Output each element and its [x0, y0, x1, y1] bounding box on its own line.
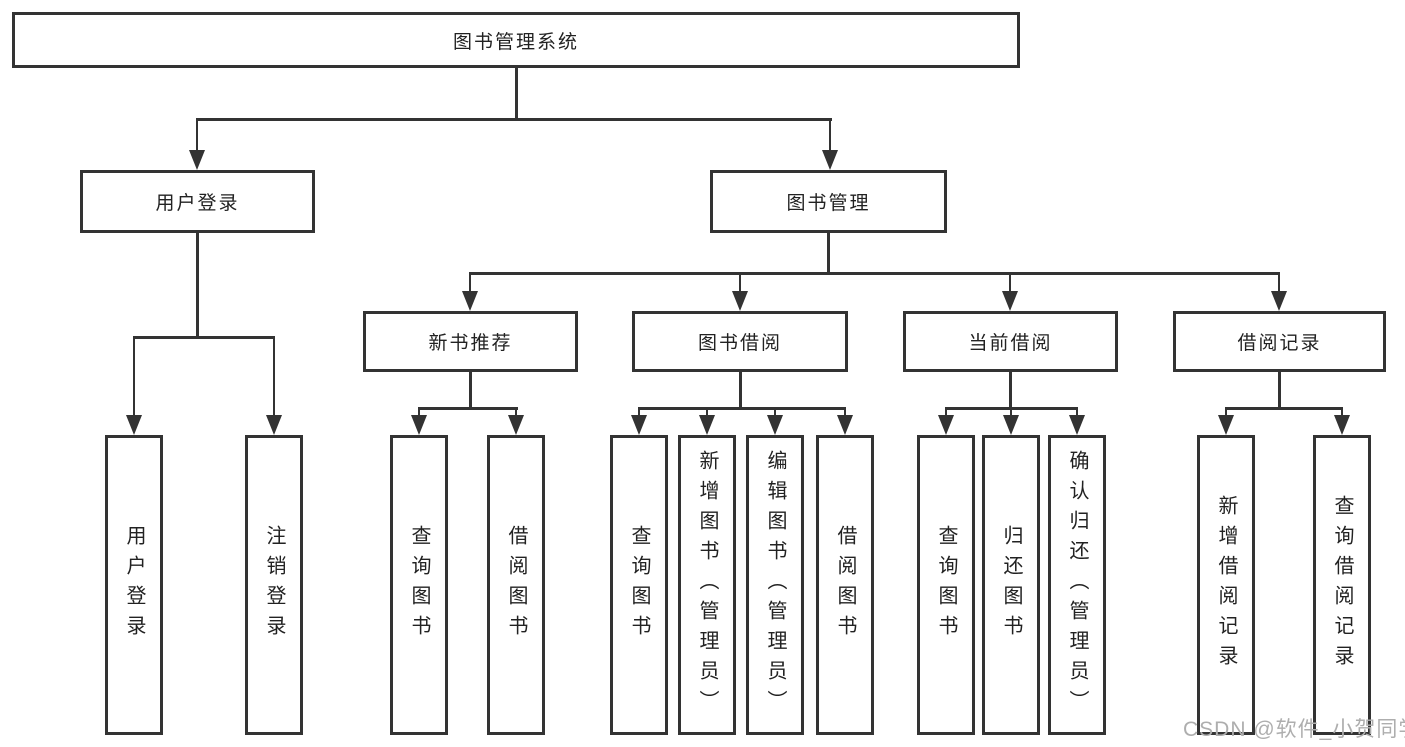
csdn-watermark: CSDN @软件_小贺同学 — [1183, 718, 1405, 741]
leaf-query-books-recommend: 查询图书 — [390, 435, 448, 735]
arrow-down-icon — [1218, 407, 1234, 435]
node-user-login-label: 用户登录 — [155, 193, 240, 214]
connector-book-management-stem — [827, 233, 830, 272]
leaf-return-book-label: 归还图书 — [1000, 525, 1022, 645]
connector-borrow-records-stem — [1278, 372, 1281, 407]
node-book-borrow-label: 图书借阅 — [697, 333, 782, 354]
connector-recommend-stem — [469, 372, 472, 407]
leaf-confirm-return-admin-label: 确认归还（管理员） — [1066, 450, 1088, 720]
arrow-down-icon — [266, 336, 282, 435]
arrow-down-icon — [462, 272, 478, 311]
node-root: 图书管理系统 — [12, 12, 1020, 68]
node-new-book-recommend-label: 新书推荐 — [428, 333, 513, 354]
arrow-down-icon — [1002, 272, 1018, 311]
connector-user-login-bar — [133, 336, 275, 339]
node-borrow-records: 借阅记录 — [1173, 311, 1386, 372]
leaf-return-book: 归还图书 — [982, 435, 1040, 735]
leaf-add-book-admin: 新增图书（管理员） — [678, 435, 736, 735]
leaf-logout-label: 注销登录 — [263, 525, 285, 645]
connector-user-login-stem — [196, 233, 199, 336]
leaf-query-books-current: 查询图书 — [917, 435, 975, 735]
arrow-down-icon — [1069, 407, 1085, 435]
leaf-confirm-return-admin: 确认归还（管理员） — [1048, 435, 1106, 735]
arrow-down-icon — [1271, 272, 1287, 311]
leaf-query-books-borrow: 查询图书 — [610, 435, 668, 735]
arrow-down-icon — [631, 407, 647, 435]
leaf-user-login-label: 用户登录 — [123, 525, 145, 645]
node-book-borrow: 图书借阅 — [632, 311, 848, 372]
arrow-down-icon — [767, 407, 783, 435]
leaf-user-login: 用户登录 — [105, 435, 163, 735]
node-current-borrow-label: 当前借阅 — [968, 333, 1053, 354]
arrow-down-icon — [189, 118, 205, 170]
arrow-down-icon — [508, 407, 524, 435]
arrow-down-icon — [837, 407, 853, 435]
arrow-down-icon — [1003, 407, 1019, 435]
leaf-borrow-books-recommend: 借阅图书 — [487, 435, 545, 735]
leaf-add-borrow-record-label: 新增借阅记录 — [1215, 495, 1237, 675]
connector-root-bar — [196, 118, 832, 121]
leaf-add-borrow-record: 新增借阅记录 — [1197, 435, 1255, 735]
leaf-add-book-admin-label: 新增图书（管理员） — [696, 450, 718, 720]
leaf-query-borrow-record-label: 查询借阅记录 — [1331, 495, 1353, 675]
connector-current-borrow-stem — [1009, 372, 1012, 407]
arrow-down-icon — [1334, 407, 1350, 435]
arrow-down-icon — [699, 407, 715, 435]
node-current-borrow: 当前借阅 — [903, 311, 1118, 372]
leaf-query-borrow-record: 查询借阅记录 — [1313, 435, 1371, 735]
leaf-borrow-books: 借阅图书 — [816, 435, 874, 735]
arrow-down-icon — [732, 272, 748, 311]
connector-book-management-bar — [469, 272, 1280, 275]
node-borrow-records-label: 借阅记录 — [1237, 333, 1322, 354]
leaf-query-books-current-label: 查询图书 — [935, 525, 957, 645]
arrow-down-icon — [411, 407, 427, 435]
node-book-management-label: 图书管理 — [786, 193, 871, 214]
arrow-down-icon — [938, 407, 954, 435]
leaf-query-books-borrow-label: 查询图书 — [628, 525, 650, 645]
connector-root-stem — [515, 68, 518, 118]
leaf-edit-book-admin-label: 编辑图书（管理员） — [764, 450, 786, 720]
leaf-edit-book-admin: 编辑图书（管理员） — [746, 435, 804, 735]
connector-book-borrow-bar — [638, 407, 846, 410]
connector-recommend-bar — [418, 407, 518, 410]
leaf-query-books-recommend-label: 查询图书 — [408, 525, 430, 645]
leaf-borrow-books-label: 借阅图书 — [834, 525, 856, 645]
arrow-down-icon — [822, 118, 838, 170]
node-user-login: 用户登录 — [80, 170, 315, 233]
leaf-logout: 注销登录 — [245, 435, 303, 735]
node-book-management: 图书管理 — [710, 170, 947, 233]
connector-borrow-records-bar — [1225, 407, 1343, 410]
leaf-borrow-books-recommend-label: 借阅图书 — [505, 525, 527, 645]
node-new-book-recommend: 新书推荐 — [363, 311, 578, 372]
arrow-down-icon — [126, 336, 142, 435]
node-root-label: 图书管理系统 — [452, 31, 579, 53]
connector-book-borrow-stem — [739, 372, 742, 407]
